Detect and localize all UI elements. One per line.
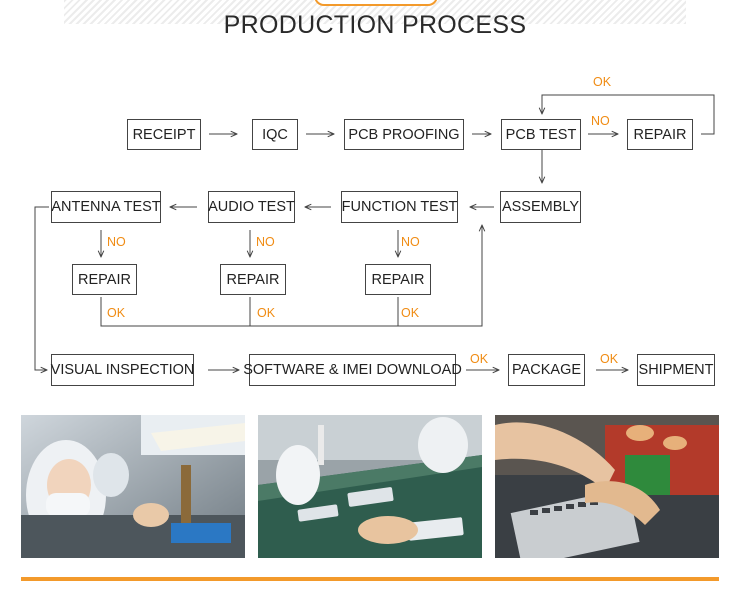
node-repair-pcb: REPAIR xyxy=(627,119,693,150)
photo-hands-circuit xyxy=(495,415,719,558)
photo-worker-inspecting xyxy=(21,415,245,558)
worker-inspecting-device-icon xyxy=(21,415,245,558)
return-line-repairs xyxy=(100,225,482,327)
node-repair-audio: REPAIR xyxy=(220,264,286,295)
label-ok-package: OK xyxy=(600,352,619,366)
arrow-antenna-to-visual xyxy=(34,206,49,370)
label-ok-pcb-loop: OK xyxy=(593,75,612,89)
label-no-audio: NO xyxy=(256,235,275,249)
label-no-pcb-test: NO xyxy=(591,114,610,128)
label-ok-audio-repair: OK xyxy=(257,306,276,320)
arrow-repair-back-to-pcb-test xyxy=(542,94,715,135)
node-antenna-test: ANTENNA TEST xyxy=(51,191,161,223)
label-ok-antenna-repair: OK xyxy=(107,306,126,320)
node-visual-inspection: VISUAL INSPECTION xyxy=(51,354,194,386)
node-audio-test: AUDIO TEST xyxy=(208,191,295,223)
page-title: PRODUCTION PROCESS xyxy=(223,11,527,39)
node-assembly: ASSEMBLY xyxy=(500,191,581,223)
hands-circuit-board-icon xyxy=(495,415,719,558)
label-ok-software: OK xyxy=(470,352,489,366)
label-no-function: NO xyxy=(401,235,420,249)
node-pcb-proofing: PCB PROOFING xyxy=(344,119,464,150)
label-no-antenna: NO xyxy=(107,235,126,249)
node-function-test: FUNCTION TEST xyxy=(341,191,458,223)
node-package: PACKAGE xyxy=(508,354,585,386)
node-software-imei: SOFTWARE & IMEI DOWNLOAD xyxy=(243,354,462,386)
assembly-line-phones-icon xyxy=(258,415,482,558)
node-receipt: RECEIPT xyxy=(127,119,201,150)
node-shipment: SHIPMENT xyxy=(637,354,715,386)
footer-accent-bar xyxy=(21,577,719,581)
photo-assembly-line xyxy=(258,415,482,558)
node-repair-antenna: REPAIR xyxy=(72,264,137,295)
node-repair-function: REPAIR xyxy=(365,264,431,295)
label-ok-function-repair: OK xyxy=(401,306,420,320)
node-iqc: IQC xyxy=(252,119,298,150)
node-pcb-test: PCB TEST xyxy=(501,119,581,150)
